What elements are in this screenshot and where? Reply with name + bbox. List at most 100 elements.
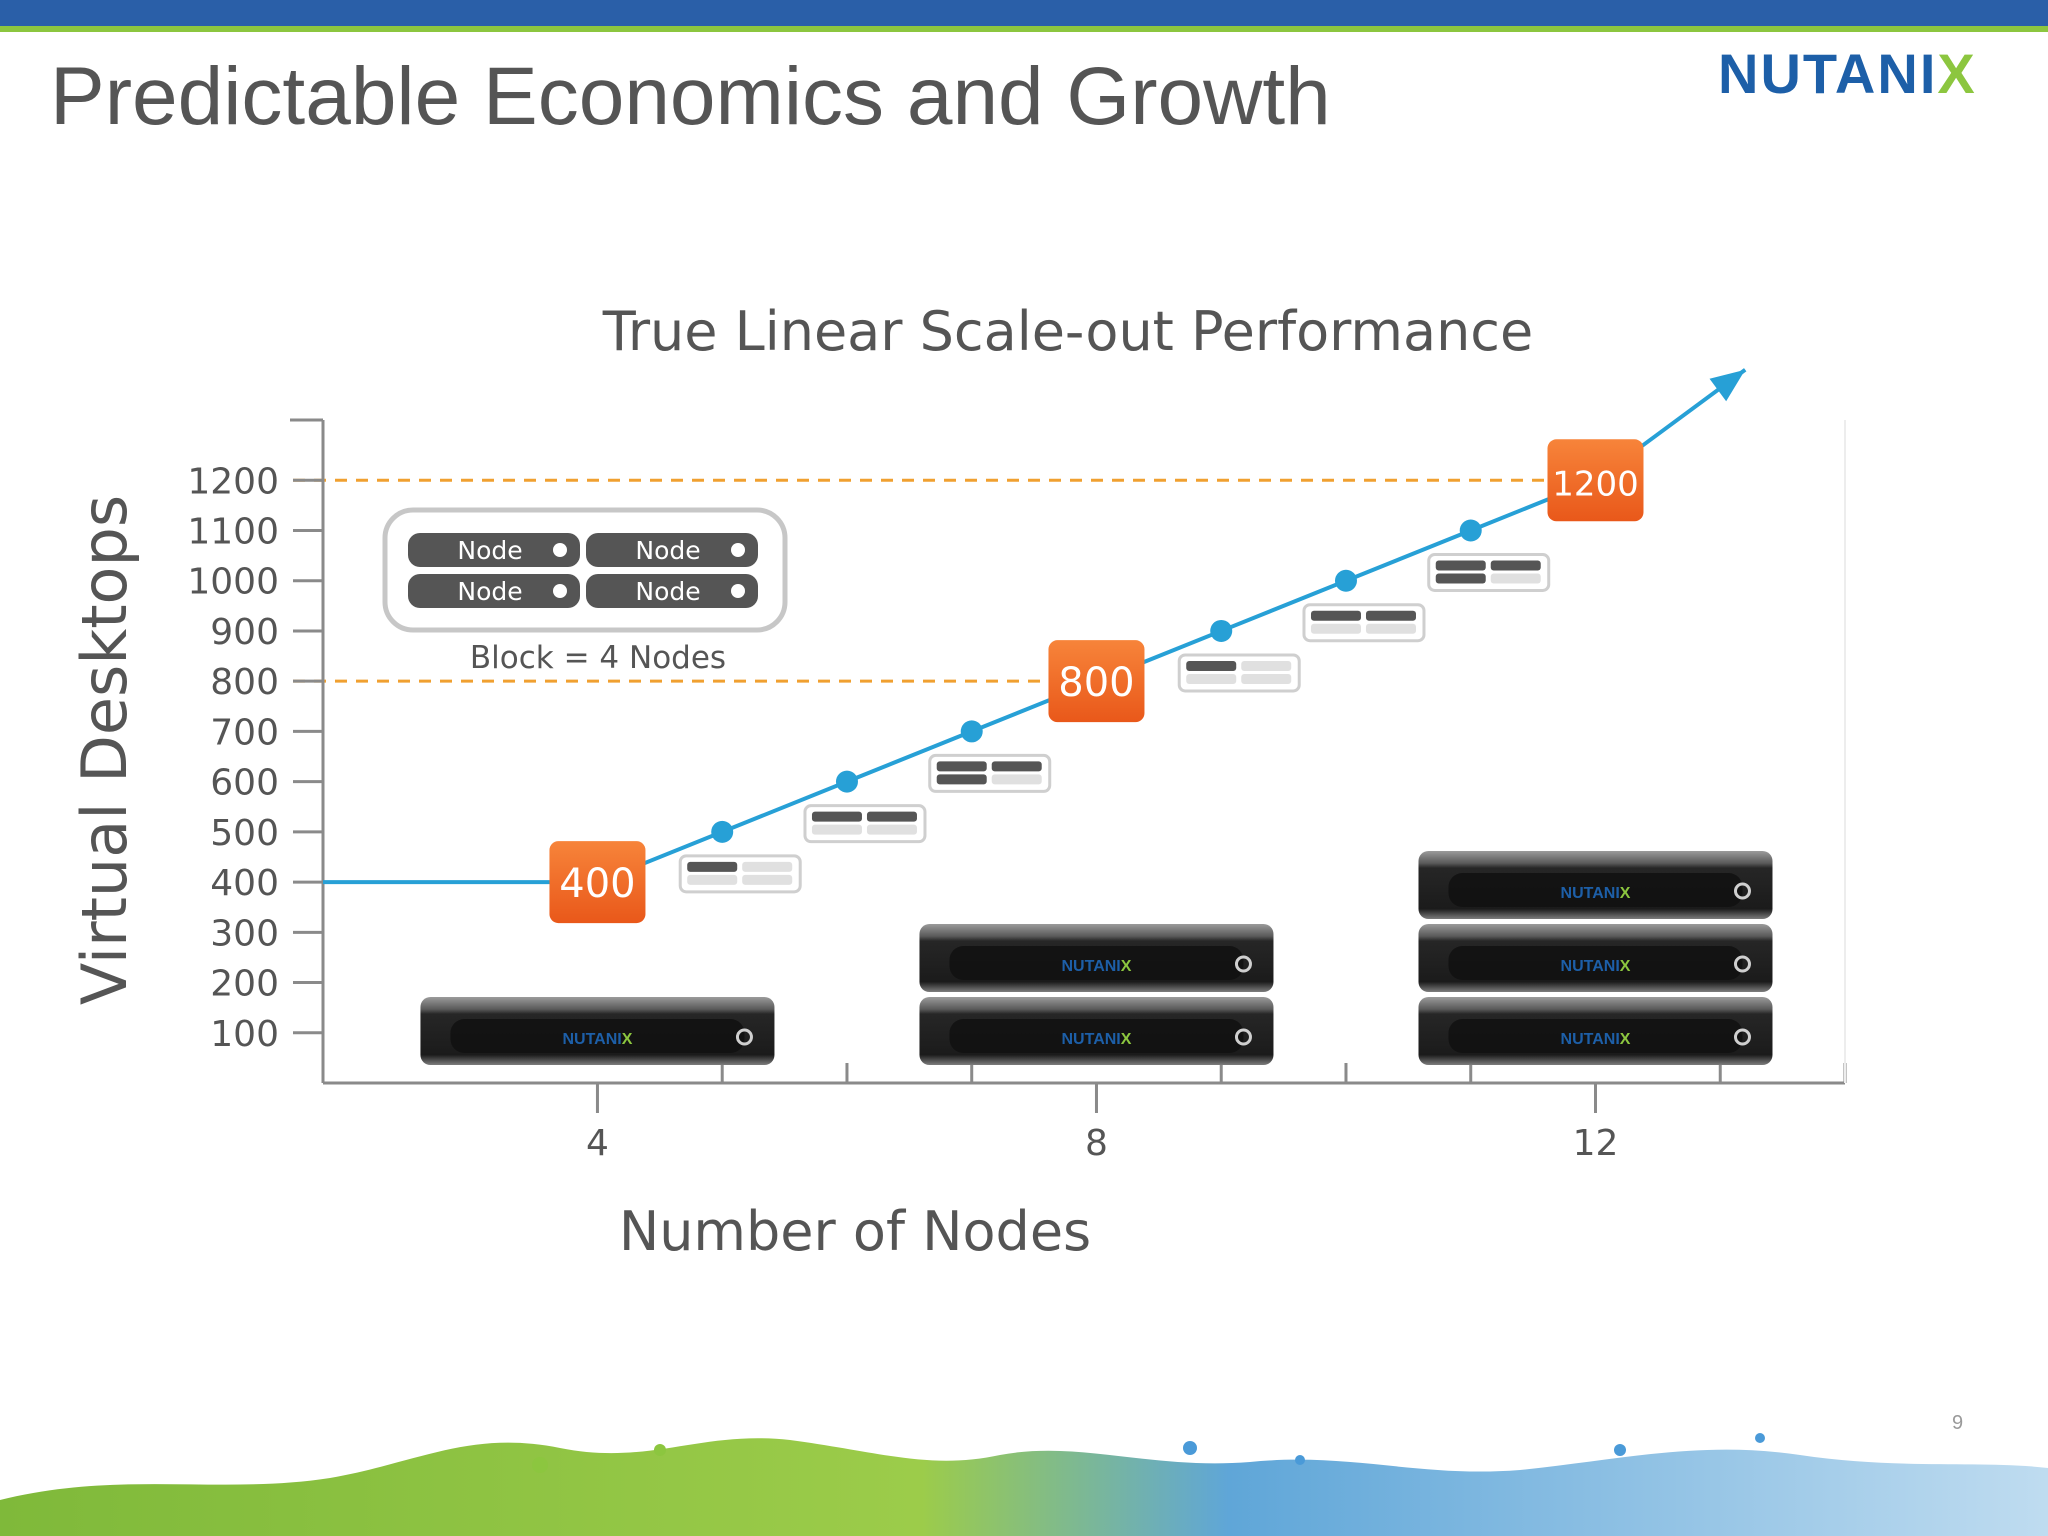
callout-bg: [1547, 439, 1644, 522]
mini-block-icon: [928, 753, 1052, 793]
server-chassis: NUTANIX: [420, 997, 775, 1065]
legend-node-pill: [408, 574, 580, 608]
x-axis-label: Number of Nodes: [619, 1200, 1091, 1263]
mini-node: [1310, 623, 1361, 634]
x-tick-label: 12: [1573, 1123, 1619, 1164]
y-tick-label: 1100: [187, 512, 279, 553]
legend-frame: [382, 507, 788, 633]
y-tick-label: 300: [210, 913, 279, 954]
chassis-logo: NUTANIX: [1561, 1031, 1631, 1048]
logo-x-mark: X: [1937, 42, 1977, 105]
splash-droplet: [1614, 1444, 1626, 1456]
server-chassis: NUTANIX: [919, 997, 1274, 1065]
y-tick-label: 700: [210, 712, 279, 753]
chassis-logo: NUTANIX: [1561, 885, 1631, 902]
mini-node: [1490, 573, 1541, 584]
mini-block-frame: [1302, 603, 1426, 643]
mini-block-frame: [1177, 653, 1301, 693]
chassis-bezel: [949, 946, 1244, 980]
guide-lines: [293, 478, 1550, 683]
mini-node: [742, 861, 793, 872]
callout-bg: [1048, 640, 1145, 723]
axes: 1002003004005006007008009001000110012004…: [187, 418, 1847, 1164]
legend-node-led: [731, 543, 745, 557]
mini-node: [1186, 673, 1237, 684]
slide-title: Predictable Economics and Growth: [50, 51, 1331, 142]
data-series: [323, 368, 1747, 885]
callout-badge: 800: [1048, 640, 1145, 723]
data-point: [711, 820, 734, 843]
data-point: [1210, 619, 1233, 642]
chassis-logo-x: X: [1121, 958, 1132, 975]
y-tick-label: 200: [210, 964, 279, 1005]
chassis-bezel: [1448, 873, 1743, 907]
mini-node: [811, 824, 862, 835]
mini-node: [1186, 660, 1237, 671]
mini-block-icon: [1302, 603, 1426, 643]
legend-node-label: Node: [457, 536, 522, 565]
legend-caption: Block = 4 Nodes: [470, 640, 726, 676]
mini-block-icon: [803, 804, 927, 844]
callout-badge: 1200: [1547, 439, 1644, 522]
mini-node: [1365, 610, 1416, 621]
mini-node: [866, 811, 917, 822]
data-point: [1459, 519, 1482, 542]
chassis-logo: NUTANIX: [562, 1031, 632, 1048]
chassis-logo-x: X: [1620, 885, 1631, 902]
callout-label: 400: [559, 861, 635, 907]
callout-label: 1200: [1552, 464, 1639, 504]
splash-droplet: [1755, 1433, 1765, 1443]
callout-label: 800: [1058, 660, 1134, 706]
top-bar: [0, 0, 2048, 26]
mini-block-icons: [678, 553, 1551, 894]
data-point: [1334, 569, 1357, 592]
mini-node: [687, 861, 738, 872]
arrow-head-icon: [1709, 369, 1746, 402]
mini-node: [1310, 610, 1361, 621]
mini-node: [1241, 673, 1292, 684]
y-axis-label: Virtual Desktops: [68, 495, 141, 1005]
mini-block-frame: [928, 753, 1052, 793]
y-tick-label: 1000: [187, 562, 279, 603]
mini-node: [991, 761, 1042, 772]
server-chassis: NUTANIX: [1418, 924, 1773, 992]
mini-block-frame: [1427, 553, 1551, 592]
chassis-logo-x: X: [1121, 1031, 1132, 1048]
x-tick-label: 8: [1085, 1123, 1108, 1164]
y-tick-label: 900: [210, 612, 279, 653]
server-chassis: NUTANIX: [919, 924, 1274, 992]
server-images: NUTANIX NUTANIX NUTANIX NUTANIX NUTANIX NUTAN…: [420, 851, 1773, 1065]
splash-droplet: [532, 1457, 548, 1473]
power-button-icon: [1234, 955, 1252, 973]
callout-bg: [549, 841, 646, 924]
nutanix-logo: NUTANIX: [1718, 46, 1977, 102]
chassis-logo: NUTANIX: [1062, 1031, 1132, 1048]
legend-node-led: [553, 584, 567, 598]
mini-block-frame: [678, 854, 802, 894]
power-button-icon: [735, 1028, 753, 1046]
y-tick-label: 100: [210, 1014, 279, 1055]
splash-wave: [0, 1438, 2048, 1536]
splash-droplet: [1183, 1441, 1197, 1455]
mini-block-icon: [1177, 653, 1301, 693]
legend-node-led: [731, 584, 745, 598]
mini-node: [742, 874, 793, 885]
data-point: [960, 720, 983, 743]
power-button-icon: [1234, 1028, 1252, 1046]
mini-node: [1365, 623, 1416, 634]
mini-node: [1435, 573, 1486, 584]
chassis-logo-x: X: [1620, 958, 1631, 975]
chassis-logo-x: X: [1620, 1031, 1631, 1048]
mini-node: [687, 874, 738, 885]
legend-node-label: Node: [457, 577, 522, 606]
mini-node: [811, 811, 862, 822]
legend-node-led: [553, 543, 567, 557]
splash-droplet: [654, 1444, 666, 1456]
callout-badge: 400: [549, 841, 646, 924]
chassis-bezel: [1448, 946, 1743, 980]
splash-droplet: [1295, 1455, 1305, 1465]
splash-footer: [0, 1433, 2048, 1536]
chassis-bezel: [1448, 1019, 1743, 1053]
server-chassis: NUTANIX: [1418, 851, 1773, 919]
